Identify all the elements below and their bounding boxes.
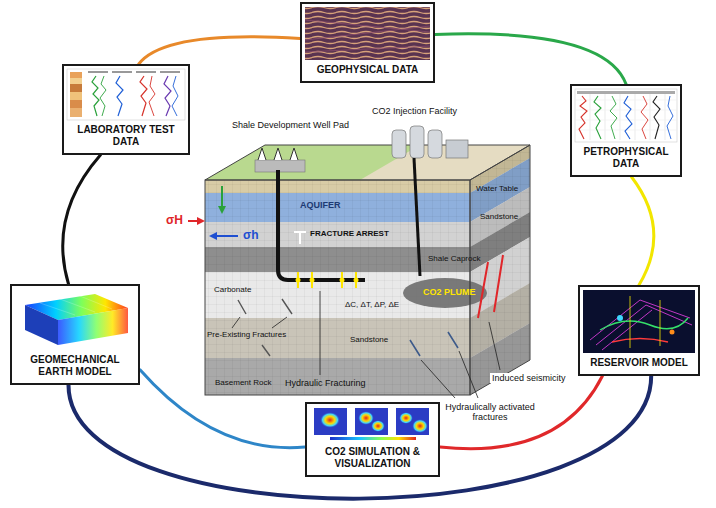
- panel-title: PETROPHYSICAL DATA: [577, 146, 675, 170]
- illustration-label: CO2 PLUME: [423, 287, 476, 297]
- illustration-label: σh: [243, 229, 259, 243]
- panel-title: GEOMECHANICAL EARTH MODEL: [17, 354, 133, 378]
- illustration-label: Carbonate: [214, 285, 251, 294]
- illustration-label: Shale Caprock: [428, 254, 480, 263]
- illustration-label: Basement Rock: [215, 378, 271, 387]
- illustration-label: Pre-Existing Fractures: [207, 330, 286, 339]
- illustration-label: Water Table: [476, 184, 518, 193]
- connector-arc: [632, 177, 654, 285]
- connector-arc: [139, 37, 300, 64]
- illustration-label: AQUIFER: [300, 200, 341, 210]
- data-panel: PETROPHYSICAL DATA: [570, 84, 682, 177]
- well-log-image: [575, 89, 677, 142]
- illustration-label: σH: [166, 214, 183, 228]
- data-panel: GEOPHYSICAL DATA: [300, 2, 435, 83]
- connector-arc: [63, 155, 101, 284]
- illustration-label: Hydraulic Fracturing: [285, 378, 366, 388]
- illustration-label: ΔC, ΔT, ΔP, ΔE: [345, 300, 399, 309]
- panel-title: GEOPHYSICAL DATA: [307, 64, 428, 76]
- lab-chart-image: [67, 69, 185, 120]
- reservoir-model-image: [583, 290, 695, 353]
- panel-title: CO2 SIMULATION & VISUALIZATION: [312, 446, 433, 470]
- illustration-label: Shale Development Well Pad: [232, 120, 349, 130]
- panel-title: LABORATORY TEST DATA: [69, 124, 183, 148]
- panel-title: RESERVOIR MODEL: [585, 357, 693, 369]
- seismic-image: [305, 7, 430, 60]
- data-panel: LABORATORY TEST DATA: [62, 64, 190, 155]
- illustration-label: Induced seismicity: [490, 373, 568, 383]
- data-panel: GEOMECHANICAL EARTH MODEL: [10, 284, 140, 385]
- illustration-label: FRACTURE ARREST: [310, 229, 389, 238]
- illustration-label: Sandstone: [350, 335, 388, 344]
- illustration-label: CO2 Injection Facility: [372, 106, 457, 116]
- illustration-label: Sandstone: [480, 212, 518, 221]
- earth-block-illustration: [188, 126, 530, 398]
- simulation-heatmap-image: [314, 408, 429, 440]
- connector-arc: [435, 34, 626, 84]
- data-panel: RESERVOIR MODEL: [578, 285, 700, 376]
- illustration-label: Hydraulically activated fractures: [440, 402, 540, 423]
- data-panel: CO2 SIMULATION & VISUALIZATION: [305, 402, 440, 477]
- geomechanical-block-image: [25, 294, 128, 345]
